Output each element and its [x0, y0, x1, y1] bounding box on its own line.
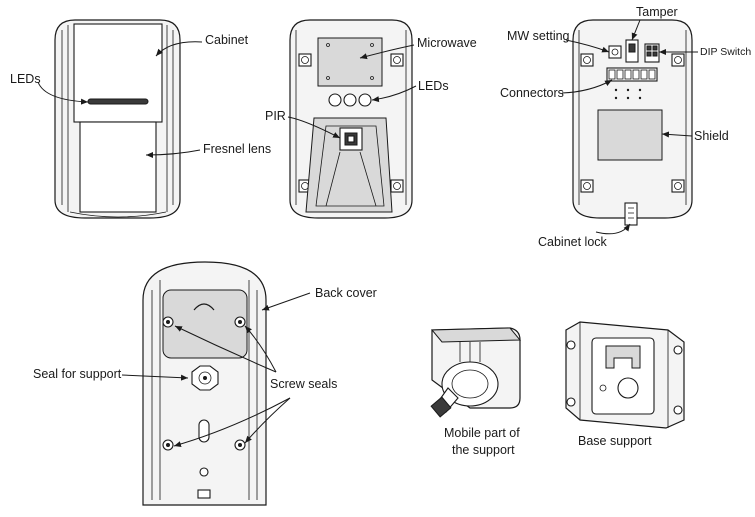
screw-seal-bottom-left — [162, 439, 174, 451]
screw-seal-top-right — [234, 316, 246, 328]
label-dip-switch: DIP Switch — [700, 46, 751, 58]
label-connectors: Connectors — [500, 86, 564, 100]
inner-led-2 — [343, 93, 357, 107]
leader-lines — [37, 19, 698, 447]
fresnel-lens-panel — [79, 121, 157, 213]
board-screw-tl — [580, 53, 594, 67]
cabinet-panel — [73, 23, 163, 123]
label-microwave: Microwave — [417, 36, 477, 50]
label-screw-seals: Screw seals — [270, 377, 337, 391]
open-view-sensor — [289, 19, 413, 219]
callout-labels: Cabinet LEDs Fresnel lens Microwave LEDs… — [10, 5, 751, 457]
back-cover-recess — [162, 289, 248, 359]
cabinet-lock-latch — [624, 202, 638, 226]
label-tamper: Tamper — [636, 5, 678, 19]
shield-plate — [597, 109, 663, 161]
board-screw-br — [671, 179, 685, 193]
corner-screw-tl — [298, 53, 312, 67]
seal-for-support-nut — [191, 365, 219, 391]
base-support — [565, 321, 685, 429]
board-view-sensor — [572, 19, 693, 226]
label-fresnel-lens: Fresnel lens — [203, 142, 271, 156]
corner-screw-br — [390, 179, 404, 193]
label-base-support: Base support — [578, 434, 652, 448]
microwave-module — [317, 37, 383, 87]
label-cabinet: Cabinet — [205, 33, 249, 47]
label-mw-setting: MW setting — [507, 29, 570, 43]
screw-seal-bottom-right — [234, 439, 246, 451]
connector-block — [606, 67, 658, 82]
front-led-bar — [87, 98, 149, 105]
board-screw-bl — [580, 179, 594, 193]
label-pir: PIR — [265, 109, 286, 123]
label-cabinet-lock: Cabinet lock — [538, 235, 608, 249]
label-mobile-part-line2: the support — [452, 443, 515, 457]
inner-led-3 — [358, 93, 372, 107]
label-seal-for-support: Seal for support — [33, 367, 122, 381]
label-leds-inner: LEDs — [418, 79, 449, 93]
front-view-sensor — [54, 19, 181, 219]
board-screw-tr — [671, 53, 685, 67]
back-cover-view — [142, 261, 267, 506]
mw-setting-pot — [608, 45, 622, 59]
label-leds-front: LEDs — [10, 72, 41, 86]
label-back-cover: Back cover — [315, 286, 377, 300]
mobile-part-support — [430, 327, 522, 418]
inner-led-1 — [328, 93, 342, 107]
label-mobile-part-line1: Mobile part of — [444, 426, 520, 440]
screw-seal-top-left — [162, 316, 174, 328]
corner-screw-tr — [390, 53, 404, 67]
label-shield: Shield — [694, 129, 729, 143]
